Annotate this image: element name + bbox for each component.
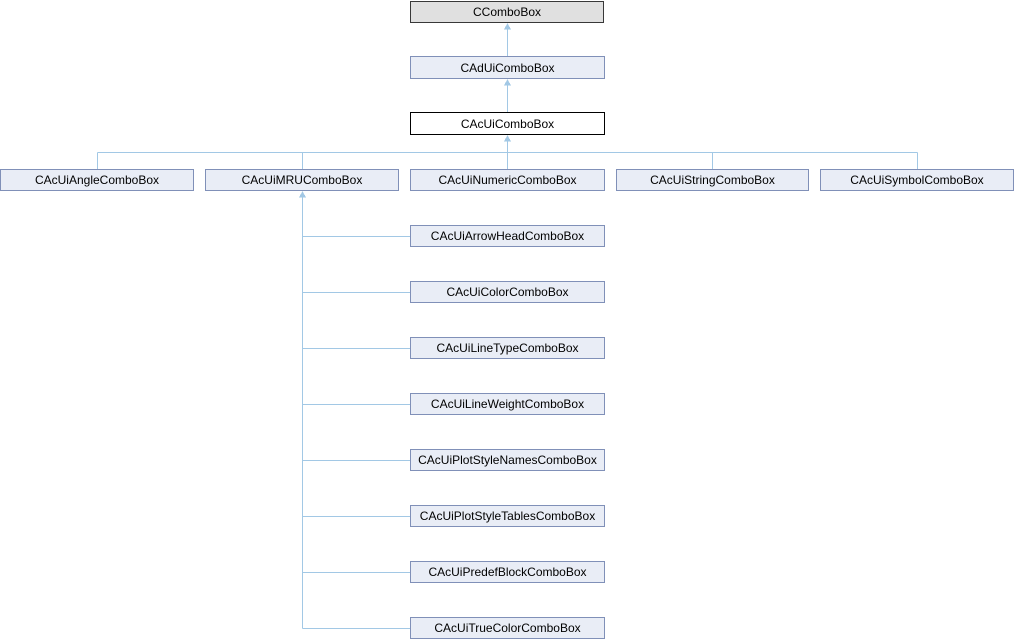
class-node-cacuisymbolcombobox[interactable]: CAcUiSymbolComboBox <box>820 169 1014 191</box>
class-node-cacuicolorcombobox[interactable]: CAcUiColorComboBox <box>410 281 605 303</box>
class-node-caduicombobox[interactable]: CAdUiComboBox <box>410 56 605 79</box>
class-node-ccombobox: CComboBox <box>410 1 604 23</box>
class-node-cacuicombobox: CAcUiComboBox <box>410 112 605 135</box>
class-node-cacuiarrowheadcombobox[interactable]: CAcUiArrowHeadComboBox <box>410 225 605 247</box>
inheritance-arrowhead-icon <box>504 135 511 142</box>
class-node-cacuiplotstylenamescombobox[interactable]: CAcUiPlotStyleNamesComboBox <box>410 449 605 471</box>
class-node-cacuilinetypecombobox[interactable]: CAcUiLineTypeComboBox <box>410 337 605 359</box>
class-node-cacuistringcombobox[interactable]: CAcUiStringComboBox <box>616 169 809 191</box>
edge-caduicombobox-to-ccombobox <box>504 23 511 56</box>
class-node-cacuitruecolorcombobox[interactable]: CAcUiTrueColorComboBox <box>410 617 605 639</box>
class-node-cacuiplotstyletablescombobox[interactable]: CAcUiPlotStyleTablesComboBox <box>410 505 605 527</box>
class-node-cacuimrucombobox[interactable]: CAcUiMRUComboBox <box>205 169 399 191</box>
inheritance-arrowhead-icon <box>504 23 511 30</box>
class-node-cacuinumericcombobox[interactable]: CAcUiNumericComboBox <box>410 169 605 191</box>
inheritance-arrowhead-icon <box>299 191 306 198</box>
inheritance-arrowhead-icon <box>504 79 511 86</box>
class-node-cacuianglecombobox[interactable]: CAcUiAngleComboBox <box>0 169 194 191</box>
edge-cacuicombobox-to-caduicombobox <box>504 79 511 112</box>
class-node-cacuilineweightcombobox[interactable]: CAcUiLineWeightComboBox <box>410 393 605 415</box>
edge-derived-row-to-cacuicombobox <box>97 135 918 169</box>
class-node-cacuipredefblockcombobox[interactable]: CAcUiPredefBlockComboBox <box>410 561 605 583</box>
edge-children-to-mrucombobox <box>299 191 410 629</box>
